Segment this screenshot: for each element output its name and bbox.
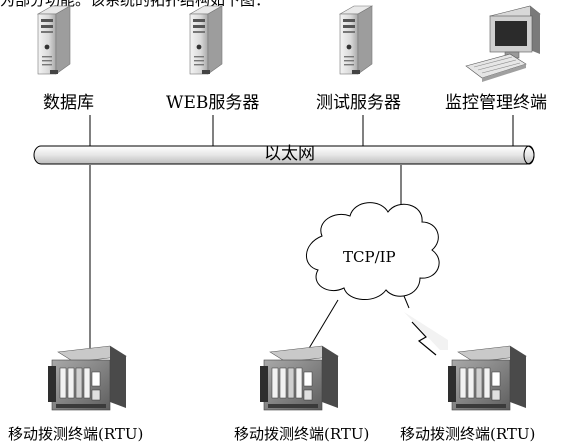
database-server-icon (37, 5, 71, 75)
rtu-device-icon-3 (447, 345, 527, 411)
tcp-ip-cloud (306, 202, 440, 300)
label-web-server: WEB服务器 (166, 93, 260, 113)
label-rtu-1: 移动拨测终端(RTU) (8, 425, 144, 443)
label-monitor-terminal: 监控管理终端 (445, 93, 547, 113)
label-database: 数据库 (43, 93, 94, 113)
test-server-icon (339, 5, 373, 75)
connection-lines (89, 115, 514, 356)
ethernet-bus (33, 145, 535, 165)
web-server-icon (189, 5, 223, 75)
rtu-device-icon-1 (47, 345, 127, 411)
label-tcp-ip: TCP/IP (343, 248, 396, 266)
rtu-device-icon-2 (259, 345, 339, 411)
label-test-server: 测试服务器 (316, 93, 401, 113)
label-rtu-2: 移动拨测终端(RTU) (234, 425, 370, 443)
label-rtu-3: 移动拨测终端(RTU) (400, 425, 536, 443)
desktop-computer-icon (465, 5, 541, 82)
top-caption: 为部分功能。该系统的拓扑结构如下图： (0, 0, 271, 9)
lightning-bolt-icon (404, 312, 448, 356)
label-ethernet: 以太网 (264, 144, 315, 164)
